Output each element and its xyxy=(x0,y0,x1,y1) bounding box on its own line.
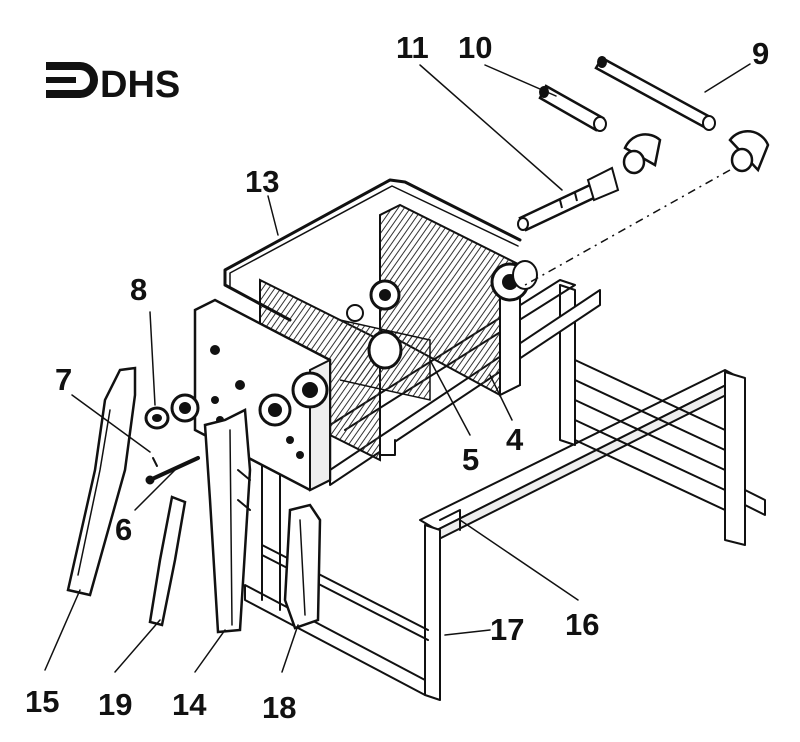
elbow-part-a xyxy=(622,133,662,175)
bolt-part xyxy=(145,456,200,485)
callout-16: 16 xyxy=(565,607,599,642)
small-pin-part xyxy=(152,457,158,467)
dash-axis xyxy=(524,169,731,286)
logo-text: DHS xyxy=(100,64,180,106)
pipe-loop xyxy=(223,178,522,322)
callout-6: 6 xyxy=(115,512,132,547)
side-cover-18 xyxy=(283,503,322,630)
callout-labels: 11 10 9 13 8 7 6 5 4 16 17 15 19 14 18 xyxy=(25,30,769,725)
side-cover-15 xyxy=(66,366,137,597)
callout-10: 10 xyxy=(458,30,492,65)
pipe-part-9 xyxy=(594,56,716,131)
side-cover-14 xyxy=(203,408,252,634)
callout-4: 4 xyxy=(506,422,524,457)
leader-lines xyxy=(44,63,751,673)
callout-5: 5 xyxy=(462,442,479,477)
callout-19: 19 xyxy=(98,687,132,722)
callout-8: 8 xyxy=(130,272,147,307)
callout-7: 7 xyxy=(55,362,72,397)
callout-9: 9 xyxy=(752,36,769,71)
callout-18: 18 xyxy=(262,690,296,725)
elbow-part-b xyxy=(728,129,770,173)
callout-17: 17 xyxy=(490,612,524,647)
callout-13: 13 xyxy=(245,164,279,199)
side-cover-19 xyxy=(148,495,187,627)
logo-mark-icon xyxy=(46,62,98,98)
callout-14: 14 xyxy=(172,687,207,722)
callout-11: 11 xyxy=(396,30,429,65)
pipe-part-10 xyxy=(538,84,607,132)
callout-15: 15 xyxy=(25,684,59,719)
dhs-logo: DHS xyxy=(40,52,210,106)
pipe-part-11 xyxy=(517,166,620,232)
nut-part xyxy=(144,406,170,430)
